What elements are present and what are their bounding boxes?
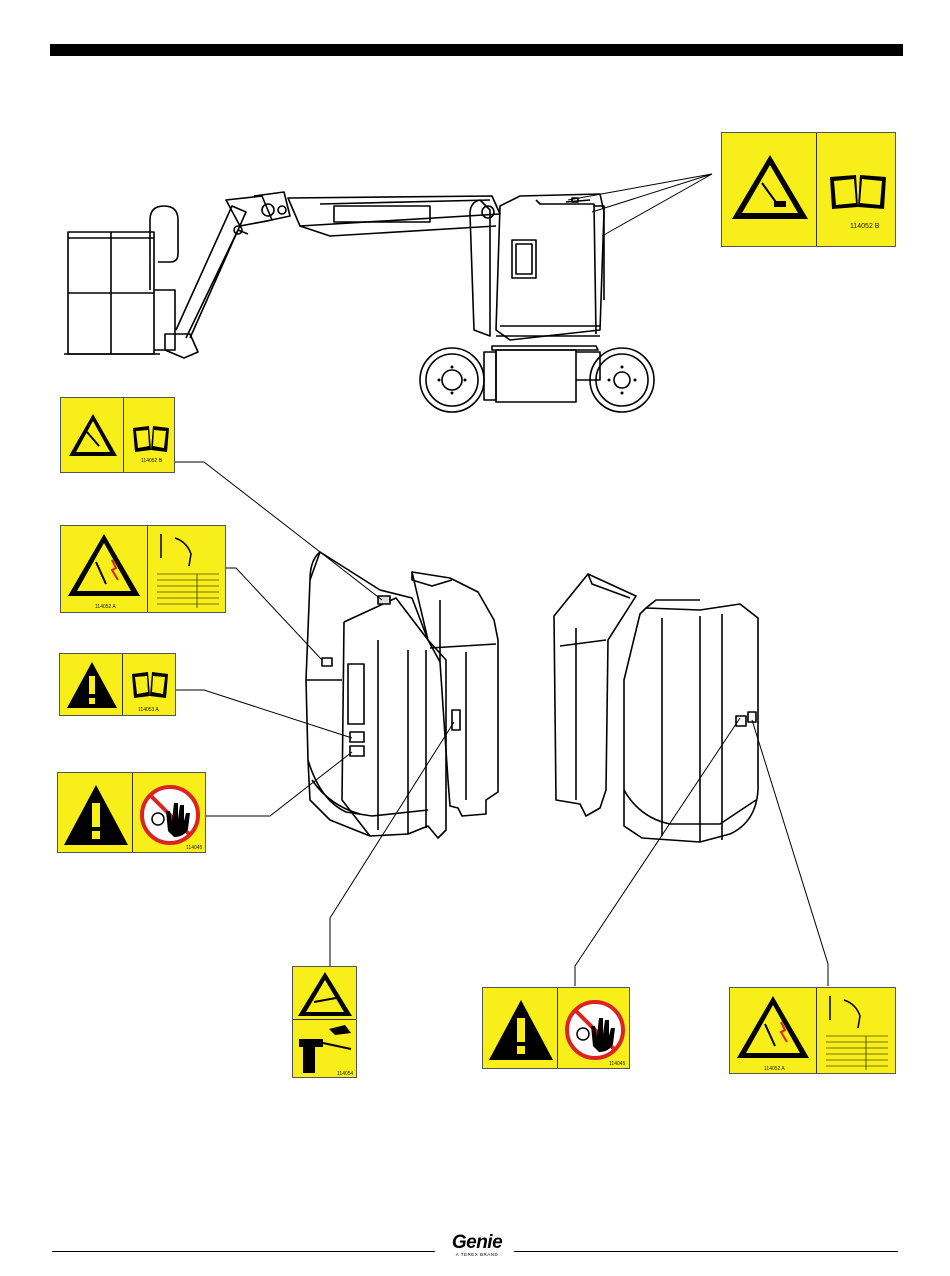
warning-triangle-icon xyxy=(730,153,810,223)
decal-warning-stop-bottom: 114045 xyxy=(482,987,630,1069)
book-icon xyxy=(131,424,171,454)
warning-triangle-icon xyxy=(67,412,119,458)
clearance-table-icon xyxy=(153,530,223,610)
jib-arm xyxy=(165,192,290,358)
left-side-covers xyxy=(306,552,498,838)
exclamation-triangle-icon xyxy=(487,998,555,1062)
chassis-wheels xyxy=(420,348,654,412)
decal-code: 114052 A xyxy=(764,1066,785,1072)
electrocution-warning-icon xyxy=(66,532,142,600)
decal-electrocution-clearance: 114052 A xyxy=(60,525,226,613)
decal-code: 114045 xyxy=(186,845,202,851)
exclamation-triangle-icon xyxy=(65,660,119,710)
decal-code: 114052 B xyxy=(850,223,879,230)
exclamation-triangle-icon xyxy=(62,783,130,847)
crush-warning-triangle-icon xyxy=(296,970,354,1018)
decal-code: 114052 B xyxy=(141,458,162,464)
genie-logo: Genie A TEREX BRAND xyxy=(444,1233,510,1261)
book-icon xyxy=(828,171,888,221)
crush-illustration-icon xyxy=(295,1023,355,1077)
decal-code: 114053 A xyxy=(138,707,159,713)
book-icon xyxy=(130,670,170,700)
stop-hand-icon xyxy=(138,783,202,847)
decal-code: 114045 xyxy=(609,1061,625,1067)
leader-lines xyxy=(174,174,828,986)
decal-crush-hazard: 114054 xyxy=(292,966,357,1078)
turntable xyxy=(470,194,604,350)
decal-code: 114054 xyxy=(337,1071,353,1077)
decal-tipover-manual-top: 114052 B xyxy=(721,132,896,247)
footer-rule-left xyxy=(52,1251,435,1252)
decal-tipover-manual: 114052 B xyxy=(60,397,175,473)
right-side-covers xyxy=(554,574,758,842)
brand-name: Genie xyxy=(444,1233,510,1252)
decal-warning-manual: 114053 A xyxy=(59,653,176,716)
decal-code: 114052 A xyxy=(95,604,116,610)
decal-warning-stop: 114045 xyxy=(57,772,206,853)
electrocution-warning-icon xyxy=(735,994,811,1062)
stop-hand-icon xyxy=(563,998,627,1062)
decal-electrocution-clearance-bottom: 114052 A xyxy=(729,987,896,1074)
main-boom xyxy=(288,196,500,236)
platform-basket xyxy=(64,206,178,354)
footer-rule-right xyxy=(514,1251,898,1252)
clearance-table-icon xyxy=(822,992,892,1072)
